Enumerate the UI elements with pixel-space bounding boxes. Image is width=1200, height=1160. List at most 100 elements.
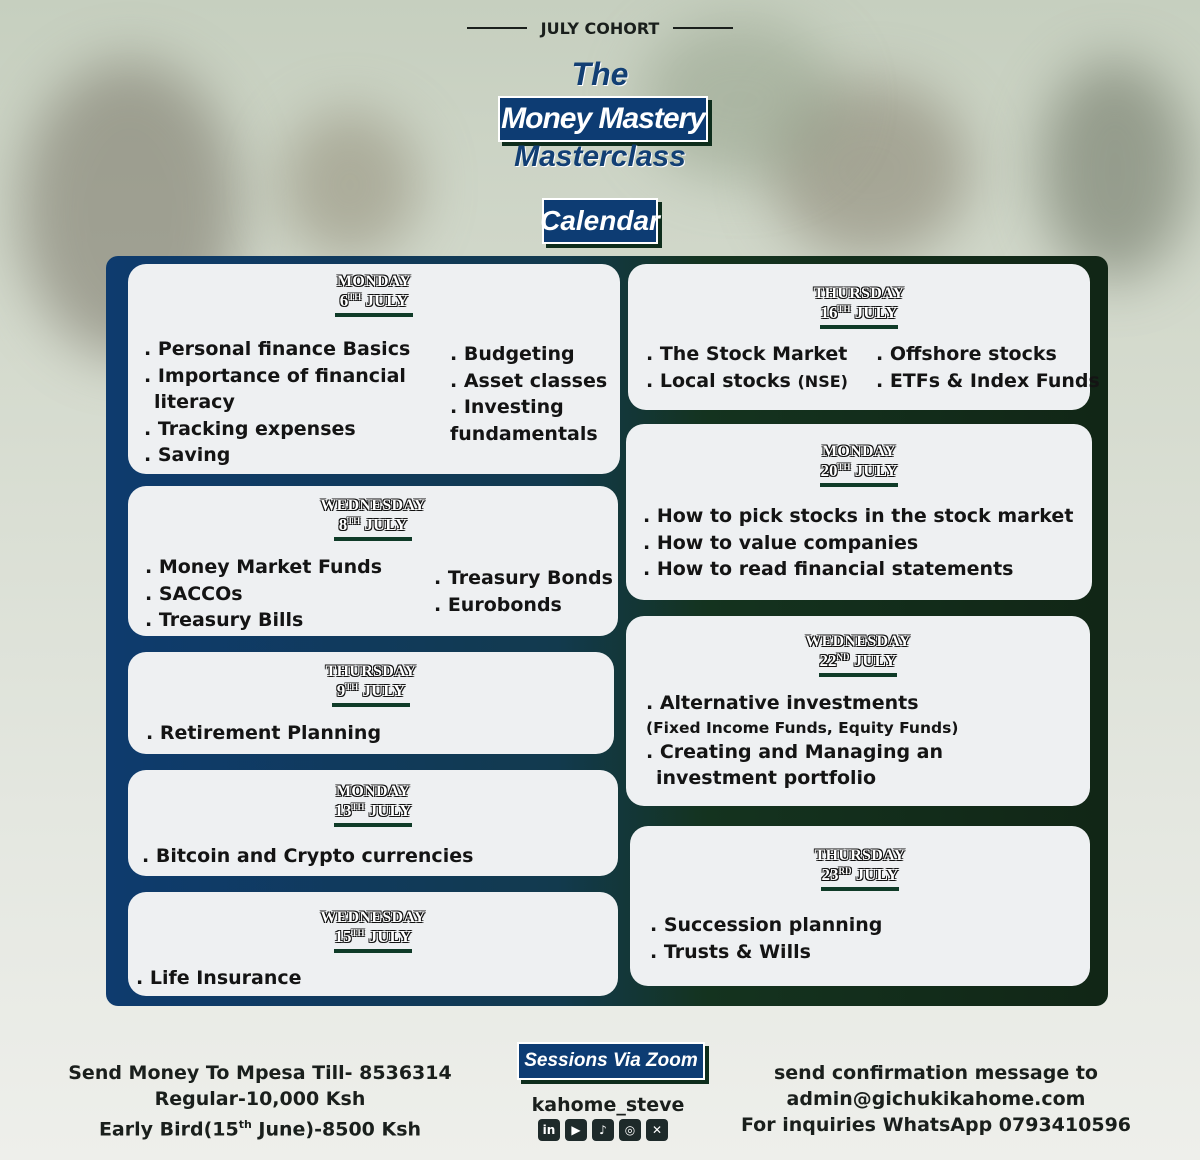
date-underline bbox=[334, 949, 412, 953]
topic-list-right: . Budgeting . Asset classes . Investing … bbox=[450, 341, 607, 447]
social-handle[interactable]: kahome_steve bbox=[531, 1094, 685, 1116]
price-early-bird: Early Bird(15th June)-8500 Ksh bbox=[98, 1118, 422, 1141]
topic-item: . Succession planning bbox=[650, 914, 883, 936]
session-date: THURSDAY 16TH JULY bbox=[628, 286, 1090, 329]
topic-item: . Creating and Managing an bbox=[646, 740, 944, 763]
topic-item: . Importance of financial bbox=[144, 364, 406, 387]
topic-item: . Asset classes bbox=[450, 369, 608, 392]
session-card-thu16: THURSDAY 16TH JULY . The Stock Market . … bbox=[628, 264, 1100, 410]
topic-item: . How to pick stocks in the stock market bbox=[643, 505, 1074, 527]
topic-list: . Bitcoin and Crypto currencies bbox=[142, 843, 473, 870]
date-underline bbox=[334, 537, 412, 541]
price-regular: Regular-10,000 Ksh bbox=[154, 1088, 366, 1110]
date-label: 23RD JULY bbox=[821, 865, 899, 884]
session-date: MONDAY 6TH JULY bbox=[128, 274, 620, 317]
divider bbox=[673, 27, 734, 29]
x-icon[interactable]: ✕ bbox=[646, 1119, 668, 1141]
topic-item: . Bitcoin and Crypto currencies bbox=[142, 845, 474, 867]
cohort-header: JULY COHORT bbox=[0, 14, 1200, 38]
topic-list: . Alternative investments (Fixed Income … bbox=[646, 690, 958, 792]
session-date: MONDAY 20TH JULY bbox=[626, 444, 1092, 487]
session-card-mon20: MONDAY 20TH JULY . How to pick stocks in… bbox=[626, 424, 1092, 600]
date-underline bbox=[820, 325, 898, 329]
day-name: WEDNESDAY bbox=[320, 497, 426, 514]
title-the: The bbox=[571, 56, 629, 92]
topic-note: (NSE) bbox=[797, 371, 848, 391]
topic-item: . Local stocks (NSE) bbox=[646, 369, 848, 392]
topic-list-right: . Offshore stocks . ETFs & Index Funds bbox=[876, 341, 1100, 394]
title-main: Money Mastery bbox=[498, 96, 708, 142]
topic-item: . Saving bbox=[144, 444, 231, 466]
date-label: 22ND JULY bbox=[819, 651, 897, 670]
tiktok-icon[interactable]: ♪ bbox=[592, 1119, 614, 1141]
topic-list-left: . Personal finance Basics . Importance o… bbox=[144, 336, 410, 469]
topic-item: literacy bbox=[154, 391, 235, 413]
session-date: MONDAY 13TH JULY bbox=[128, 784, 618, 827]
date-underline bbox=[820, 483, 898, 487]
title-sub: Masterclass bbox=[514, 140, 686, 173]
date-label: 9TH JULY bbox=[336, 681, 406, 700]
topic-list-left: . Money Market Funds . SACCOs . Treasury… bbox=[145, 554, 382, 634]
session-card-wed22: WEDNESDAY 22ND JULY . Alternative invest… bbox=[626, 616, 1090, 806]
date-label: 16TH JULY bbox=[820, 303, 898, 322]
linkedin-icon[interactable]: in bbox=[538, 1119, 560, 1141]
topic-list-right: . Treasury Bonds . Eurobonds bbox=[434, 565, 613, 618]
day-name: WEDNESDAY bbox=[320, 909, 426, 926]
session-card-thu23: THURSDAY 23RD JULY . Succession planning… bbox=[630, 826, 1090, 986]
payment-till: Send Money To Mpesa Till- 8536314 bbox=[68, 1062, 452, 1084]
topic-item: . Eurobonds bbox=[434, 593, 562, 616]
topic-item: . Treasury Bills bbox=[145, 609, 304, 631]
day-name: WEDNESDAY bbox=[805, 633, 911, 650]
date-label: 13TH JULY bbox=[334, 801, 412, 820]
email-link[interactable]: admin@gichukikahome.com bbox=[786, 1088, 1086, 1110]
social-links: in ▶ ♪ ◎ ✕ bbox=[538, 1119, 668, 1141]
day-name: MONDAY bbox=[335, 783, 411, 800]
session-card-wed8: WEDNESDAY 8TH JULY . Money Market Funds … bbox=[128, 486, 618, 636]
session-card-mon6: MONDAY 6TH JULY . Personal finance Basic… bbox=[128, 264, 620, 474]
topic-note: (Fixed Income Funds, Equity Funds) bbox=[646, 718, 959, 737]
topic-list: . Life Insurance bbox=[136, 965, 302, 992]
topic-item: . Offshore stocks bbox=[876, 343, 1057, 365]
background-figure bbox=[280, 110, 420, 260]
date-underline bbox=[335, 313, 413, 317]
cohort-label: JULY COHORT bbox=[540, 18, 660, 38]
date-underline bbox=[819, 673, 897, 677]
topic-item: . ETFs & Index Funds bbox=[876, 369, 1100, 392]
date-underline bbox=[334, 823, 412, 827]
session-date: WEDNESDAY 15TH JULY bbox=[128, 910, 618, 953]
topic-item: . The Stock Market bbox=[646, 343, 848, 365]
topic-item: . Treasury Bonds bbox=[434, 567, 613, 589]
day-name: THURSDAY bbox=[813, 285, 905, 302]
topic-item: . Personal finance Basics bbox=[144, 338, 411, 360]
topic-item: . Alternative investments bbox=[646, 692, 919, 714]
date-label: 15TH JULY bbox=[334, 927, 412, 946]
day-name: MONDAY bbox=[821, 443, 897, 460]
topic-item: . Tracking expenses bbox=[144, 417, 356, 440]
youtube-icon[interactable]: ▶ bbox=[565, 1119, 587, 1141]
topic-item: . How to value companies bbox=[643, 531, 919, 554]
session-card-mon13: MONDAY 13TH JULY . Bitcoin and Crypto cu… bbox=[128, 770, 618, 876]
date-label: 20TH JULY bbox=[820, 461, 898, 480]
date-label: 6TH JULY bbox=[339, 291, 409, 310]
topic-item: investment portfolio bbox=[656, 767, 877, 789]
session-card-wed15: WEDNESDAY 15TH JULY . Life Insurance bbox=[128, 892, 618, 996]
topic-item: . Budgeting bbox=[450, 343, 575, 365]
session-date: THURSDAY 9TH JULY bbox=[128, 664, 614, 707]
topic-list: . Retirement Planning bbox=[146, 720, 381, 747]
day-name: THURSDAY bbox=[814, 847, 906, 864]
topic-item: fundamentals bbox=[450, 422, 598, 445]
contact-info: send confirmation message to admin@gichu… bbox=[736, 1060, 1136, 1138]
topic-item: . Money Market Funds bbox=[145, 556, 383, 578]
instagram-icon[interactable]: ◎ bbox=[619, 1119, 641, 1141]
zoom-badge: Sessions Via Zoom bbox=[517, 1042, 705, 1080]
day-name: MONDAY bbox=[336, 273, 412, 290]
session-card-thu9: THURSDAY 9TH JULY . Retirement Planning bbox=[128, 652, 614, 754]
date-label: 8TH JULY bbox=[338, 515, 408, 534]
topic-item: . How to read financial statements bbox=[643, 558, 1014, 580]
divider bbox=[466, 27, 527, 29]
topic-list-left: . The Stock Market . Local stocks (NSE) bbox=[646, 341, 848, 395]
session-date: WEDNESDAY 8TH JULY bbox=[128, 498, 618, 541]
background-figure bbox=[1040, 60, 1190, 280]
session-date: WEDNESDAY 22ND JULY bbox=[626, 634, 1090, 677]
day-name: THURSDAY bbox=[325, 663, 417, 680]
